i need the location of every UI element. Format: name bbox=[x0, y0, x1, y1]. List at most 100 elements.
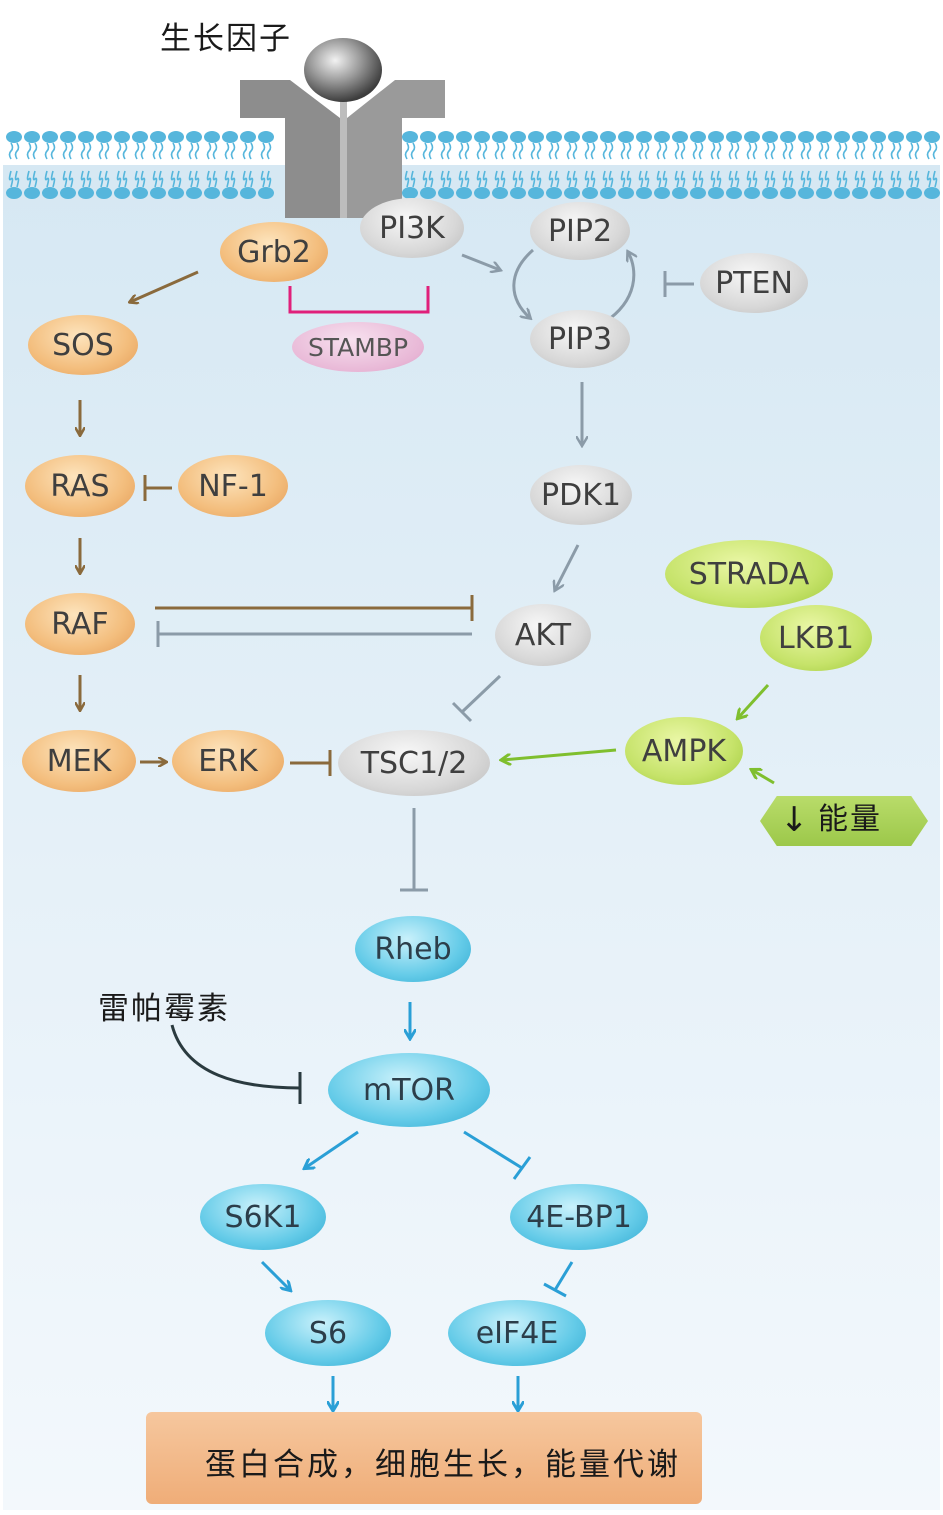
phospholipid-tail bbox=[494, 142, 500, 160]
phospholipid-tail bbox=[440, 142, 446, 160]
phospholipid-tail bbox=[854, 142, 860, 160]
phospholipid-tail bbox=[914, 142, 920, 160]
node-pten: PTEN bbox=[700, 253, 808, 313]
ras-mapk-edges bbox=[80, 270, 474, 776]
phospholipid-tail bbox=[206, 142, 212, 160]
phospholipid-head bbox=[726, 131, 742, 143]
phospholipid-tail bbox=[824, 170, 830, 188]
edge-ampk-tsc bbox=[502, 748, 617, 760]
node-sos: SOS bbox=[28, 315, 138, 375]
phospholipid-tail bbox=[896, 170, 902, 188]
phospholipid-head bbox=[690, 187, 706, 199]
phospholipid-head bbox=[6, 187, 22, 199]
phospholipid-tail bbox=[710, 142, 716, 160]
phospholipid-head bbox=[402, 187, 418, 199]
edge-pi3k-pip2 bbox=[461, 253, 500, 270]
phospholipid-tail bbox=[266, 170, 272, 188]
node-ampk: AMPK bbox=[625, 717, 743, 785]
phospholipid-head bbox=[150, 131, 166, 143]
node-mek: MEK bbox=[22, 730, 136, 792]
phospholipid-tail bbox=[116, 170, 122, 188]
phospholipid-tail bbox=[638, 170, 644, 188]
node-strada: STRADA bbox=[665, 540, 833, 608]
phospholipid-tail bbox=[230, 142, 236, 160]
phospholipid-tail bbox=[782, 170, 788, 188]
phospholipid-tail bbox=[98, 170, 104, 188]
phospholipid-tail bbox=[536, 170, 542, 188]
phospholipid-tail bbox=[260, 142, 266, 160]
phospholipid-head bbox=[78, 187, 94, 199]
phospholipid-tail bbox=[608, 170, 614, 188]
phospholipid-tail bbox=[428, 170, 434, 188]
phospholipid-tail bbox=[842, 170, 848, 188]
phospholipid-tail bbox=[206, 170, 212, 188]
phospholipid-head bbox=[420, 131, 436, 143]
phospholipid-tail bbox=[818, 142, 824, 160]
phospholipid-head bbox=[24, 131, 40, 143]
node-s6k1: S6K1 bbox=[200, 1184, 326, 1250]
growth-factor-label: 生长因子 bbox=[160, 21, 292, 57]
phospholipid-tail bbox=[620, 142, 626, 160]
phospholipid-tail bbox=[50, 170, 56, 188]
node-pip3: PIP3 bbox=[530, 310, 630, 368]
phospholipid-head bbox=[186, 131, 202, 143]
phospholipid-tail bbox=[248, 170, 254, 188]
phospholipid-tail bbox=[824, 142, 830, 160]
phospholipid-tail bbox=[140, 142, 146, 160]
phospholipid-tail bbox=[590, 170, 596, 188]
phospholipid-head bbox=[438, 187, 454, 199]
phospholipid-tail bbox=[626, 142, 632, 160]
phospholipid-tail bbox=[602, 142, 608, 160]
phospholipid-tail bbox=[818, 170, 824, 188]
node-pdk1: PDK1 bbox=[530, 465, 632, 525]
stambp-bracket bbox=[288, 286, 430, 314]
phospholipid-tail bbox=[908, 142, 914, 160]
phospholipid-tail bbox=[890, 170, 896, 188]
phospholipid-tail bbox=[80, 170, 86, 188]
phospholipid-tail bbox=[620, 170, 626, 188]
phospholipid-tail bbox=[566, 170, 572, 188]
node-nf1: NF-1 bbox=[178, 455, 288, 517]
phospholipid-head bbox=[582, 187, 598, 199]
node-erk: ERK bbox=[172, 730, 284, 792]
phospholipid-tail bbox=[692, 142, 698, 160]
phospholipid-head bbox=[888, 131, 904, 143]
phospholipid-tail bbox=[8, 170, 14, 188]
phospholipid-head bbox=[240, 187, 256, 199]
phospholipid-head bbox=[906, 131, 922, 143]
phospholipid-tail bbox=[410, 142, 416, 160]
phospholipid-tail bbox=[536, 142, 542, 160]
phospholipid-tail bbox=[260, 170, 266, 188]
phospholipid-head bbox=[708, 131, 724, 143]
phospholipid-tail bbox=[734, 170, 740, 188]
phospholipid-head bbox=[798, 187, 814, 199]
phospholipid-tail bbox=[602, 170, 608, 188]
node-tsc12: TSC1/2 bbox=[338, 730, 490, 796]
phospholipid-tail bbox=[62, 142, 68, 160]
phospholipid-tail bbox=[476, 142, 482, 160]
phospholipid-head bbox=[654, 131, 670, 143]
phospholipid-head bbox=[564, 131, 580, 143]
phospholipid-head bbox=[222, 131, 238, 143]
phospholipid-head bbox=[690, 131, 706, 143]
node-s6: S6 bbox=[265, 1300, 391, 1366]
phospholipid-tail bbox=[410, 170, 416, 188]
phospholipid-tail bbox=[116, 142, 122, 160]
node-ras: RAS bbox=[25, 455, 135, 517]
phospholipid-tail bbox=[26, 142, 32, 160]
phospholipid-head bbox=[42, 187, 58, 199]
phospholipid-tail bbox=[860, 170, 866, 188]
phospholipid-tail bbox=[926, 142, 932, 160]
phospholipid-head bbox=[150, 187, 166, 199]
phospholipid-tail bbox=[806, 170, 812, 188]
phospholipid-tail bbox=[494, 170, 500, 188]
phospholipid-tail bbox=[890, 142, 896, 160]
phospholipid-head bbox=[402, 131, 418, 143]
phospholipid-head bbox=[816, 187, 832, 199]
edge-mtor-s6k1 bbox=[305, 1130, 359, 1168]
phospholipid-tail bbox=[698, 142, 704, 160]
phospholipid-tail bbox=[854, 170, 860, 188]
phospholipid-tail bbox=[170, 142, 176, 160]
phospholipid-tail bbox=[176, 170, 182, 188]
phospholipid-head bbox=[762, 187, 778, 199]
